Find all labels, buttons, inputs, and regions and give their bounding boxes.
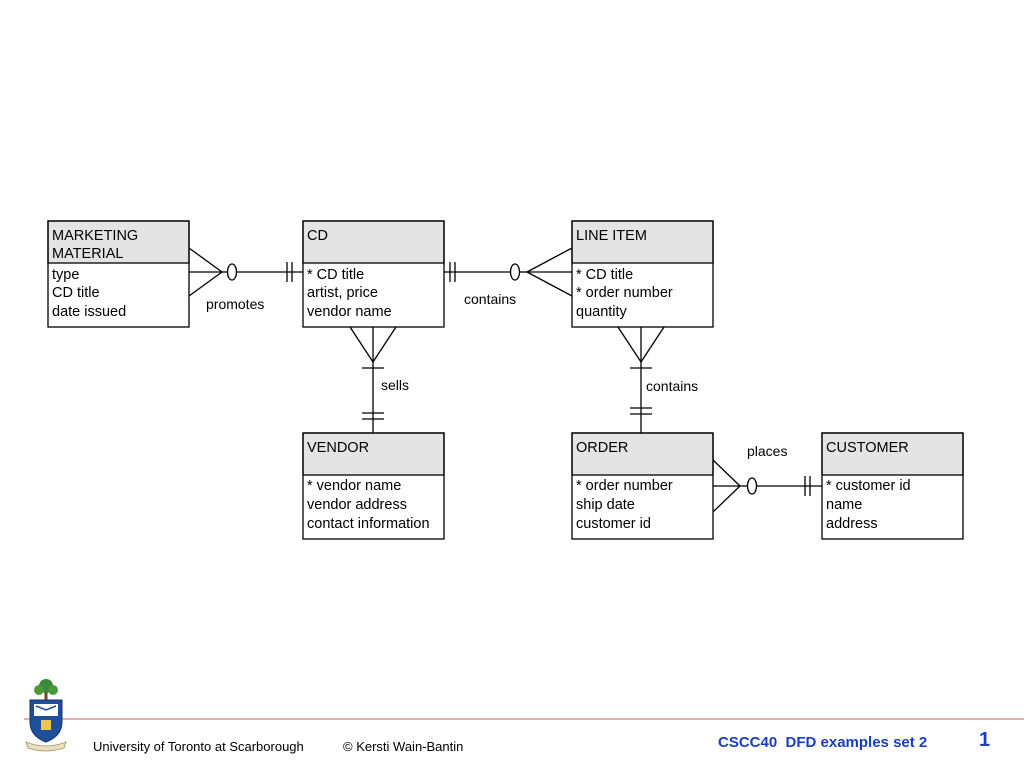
entity-marketing-title-1: MARKETING <box>52 228 138 244</box>
entity-marketing-attr-2: CD title <box>52 285 100 301</box>
entity-lineitem-header <box>571 220 714 264</box>
entity-order-attr-2: ship date <box>576 497 635 513</box>
relationship-places-line <box>712 459 822 513</box>
page-number: 1 <box>979 729 991 751</box>
entity-order-header <box>571 432 714 476</box>
entity-customer-attr-3: address <box>826 516 878 532</box>
entity-vendor-attr-1: * vendor name <box>307 478 401 494</box>
entity-order-title: ORDER <box>576 440 628 456</box>
entity-marketing-header <box>47 220 190 264</box>
footer-course-title: CSCC40 DFD examples set 2 <box>718 734 928 751</box>
entity-vendor-attr-3: contact information <box>307 516 430 532</box>
entity-marketing-title-2: MATERIAL <box>52 246 123 262</box>
entity-cd-header <box>302 220 445 264</box>
entity-order-attr-3: customer id <box>576 516 651 532</box>
entity-cd-attr-3: vendor name <box>307 304 392 320</box>
entity-lineitem-attr-2: * order number <box>576 285 673 301</box>
entity-customer-title: CUSTOMER <box>826 440 909 456</box>
entity-cd-attr-1: * CD title <box>307 267 364 283</box>
entity-customer-header <box>821 432 964 476</box>
footer-divider <box>24 718 1024 720</box>
relationship-contains-cd-lineitem-line <box>444 247 573 297</box>
entity-lineitem-box <box>571 220 714 328</box>
entity-customer-attr-2: name <box>826 497 862 513</box>
university-crest-icon <box>25 679 67 752</box>
relationship-promotes-line <box>188 247 303 297</box>
relationship-contains-lineitem-order-line <box>617 326 665 433</box>
entity-cd-title: CD <box>307 228 328 244</box>
entity-cd-attr-2: artist, price <box>307 285 378 301</box>
relationship-sells-line <box>349 326 397 433</box>
entity-order-attr-1: * order number <box>576 478 673 494</box>
entity-marketing-attr-3: date issued <box>52 304 126 320</box>
entity-marketing-attr-1: type <box>52 267 79 283</box>
footer-institution: University of Toronto at Scarborough <box>93 739 304 754</box>
relationship-places-label: places <box>747 443 787 459</box>
entity-marketing-box <box>47 220 190 328</box>
relationship-contains-cd-lineitem-label: contains <box>464 291 516 307</box>
entity-vendor-attr-2: vendor address <box>307 497 407 513</box>
entity-lineitem-attr-3: quantity <box>576 304 628 320</box>
relationship-promotes-label: promotes <box>206 296 264 312</box>
entity-lineitem-attr-1: * CD title <box>576 267 633 283</box>
footer-copyright: © Kersti Wain-Bantin <box>343 739 464 754</box>
entity-customer-attr-1: * customer id <box>826 478 911 494</box>
relationship-contains-lineitem-order-label: contains <box>646 378 698 394</box>
relationship-sells-label: sells <box>381 377 409 393</box>
entity-lineitem-title: LINE ITEM <box>576 228 647 244</box>
entity-vendor-title: VENDOR <box>307 440 369 456</box>
